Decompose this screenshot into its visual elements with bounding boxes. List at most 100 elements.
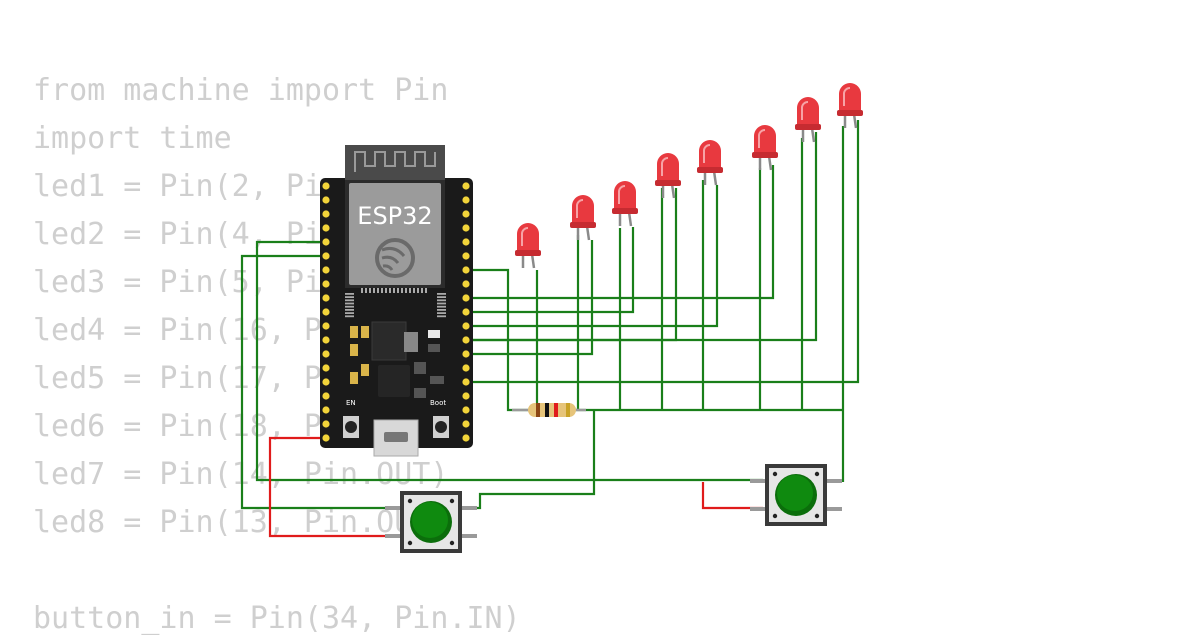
header-pin-right: [462, 280, 470, 288]
module-pad: [377, 288, 379, 293]
regulator-chip: [371, 321, 407, 361]
module-pad: [385, 288, 387, 293]
module-pad: [373, 288, 375, 293]
regulator-tab: [404, 332, 418, 352]
resistor-band: [566, 403, 570, 417]
header-pin-right: [462, 308, 470, 316]
header-pin-left: [322, 350, 330, 358]
module-pad: [345, 296, 354, 298]
smd-resistor-5: [414, 388, 426, 398]
header-pin-left: [322, 322, 330, 330]
header-pin-left: [322, 210, 330, 218]
module-pad: [345, 309, 354, 311]
resistor: [512, 403, 586, 417]
header-pin-left: [322, 364, 330, 372]
resistor-band: [554, 403, 558, 417]
header-pins: [322, 182, 470, 442]
header-pin-left: [322, 392, 330, 400]
header-pin-right: [462, 238, 470, 246]
module-pads: [345, 288, 446, 318]
led[interactable]: [612, 181, 638, 227]
wire-green: [326, 132, 818, 342]
smd-resistor-1: [428, 330, 440, 338]
module-pad: [345, 293, 354, 295]
module-pad: [437, 296, 446, 298]
push-button[interactable]: [385, 491, 477, 553]
led[interactable]: [570, 195, 596, 241]
module-pad: [413, 288, 415, 293]
header-pin-left: [322, 238, 330, 246]
header-pin-left: [322, 196, 330, 204]
led[interactable]: [752, 125, 778, 171]
smd-resistor-3: [414, 362, 426, 374]
header-pin-left: [322, 434, 330, 442]
wire-green: [255, 240, 763, 482]
wire-green: [326, 120, 860, 384]
push-buttons: [385, 464, 842, 553]
header-pin-left: [322, 336, 330, 344]
header-pin-right: [462, 266, 470, 274]
push-button[interactable]: [750, 464, 842, 526]
boot-button[interactable]: [435, 421, 447, 433]
module-pad: [345, 312, 354, 314]
code-line: import time: [33, 121, 232, 156]
espressif-logo-swirl: [381, 247, 406, 271]
module-pad: [437, 299, 446, 302]
led[interactable]: [697, 140, 723, 186]
module-pad: [417, 288, 419, 293]
code-line: led7 = Pin(14, Pin.OUT): [33, 457, 449, 492]
module-pad: [345, 302, 354, 305]
smd-resistor-4: [430, 376, 444, 384]
module-pad: [389, 288, 391, 293]
esp32-board[interactable]: ESP32 EN Boot: [320, 145, 473, 457]
module-can: [349, 183, 441, 285]
header-pin-right: [462, 182, 470, 190]
smd-capacitor-2: [361, 326, 369, 338]
wire-green: [466, 227, 635, 314]
espressif-logo-icon: [375, 238, 415, 278]
header-pin-right: [462, 322, 470, 330]
resistor-band: [536, 403, 540, 417]
header-pin-right: [462, 294, 470, 302]
en-label: EN: [346, 399, 356, 407]
module-pad: [397, 288, 399, 293]
module-pad: [425, 288, 427, 293]
module-pad: [437, 309, 446, 311]
header-pin-left: [322, 224, 330, 232]
wire-green: [463, 410, 596, 510]
chip-label: ESP32: [357, 202, 432, 230]
header-pin-right: [462, 336, 470, 344]
header-pin-left: [322, 308, 330, 316]
header-pin-left: [322, 378, 330, 386]
module-pad: [393, 288, 395, 293]
header-pin-right: [462, 392, 470, 400]
led[interactable]: [655, 153, 681, 199]
header-pin-left: [322, 280, 330, 288]
wires: [240, 120, 860, 538]
led[interactable]: [795, 97, 821, 143]
header-pin-right: [462, 378, 470, 386]
antenna-trace: [354, 151, 436, 172]
wire-green: [466, 185, 719, 328]
module-pad: [437, 312, 446, 314]
header-pin-right: [462, 420, 470, 428]
resistor-band: [545, 403, 549, 417]
header-pin-right: [462, 350, 470, 358]
en-button[interactable]: [345, 421, 357, 433]
header-pin-right: [462, 210, 470, 218]
module-pad: [437, 305, 446, 308]
leds: [515, 83, 863, 269]
smd-capacitor-1: [350, 326, 358, 338]
module-pad: [401, 288, 403, 293]
header-pin-right: [462, 196, 470, 204]
led[interactable]: [837, 83, 863, 129]
usb-port-slot: [384, 432, 408, 442]
led[interactable]: [515, 223, 541, 269]
wire-red: [701, 482, 763, 510]
module-pad: [437, 315, 446, 318]
wire-green: [240, 254, 399, 510]
module-pad: [437, 302, 446, 305]
module-pad: [345, 305, 354, 308]
header-pin-left: [322, 252, 330, 260]
module-pad: [381, 288, 383, 293]
